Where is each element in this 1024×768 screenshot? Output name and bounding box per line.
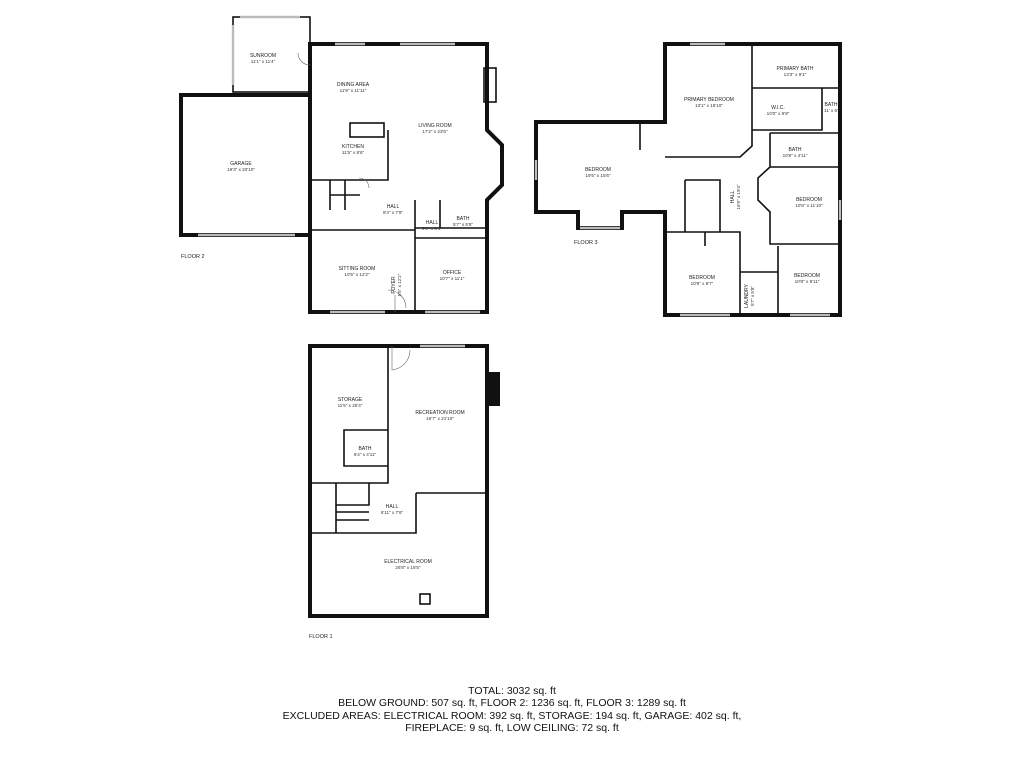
total-area: TOTAL: 3032 sq. ft	[468, 685, 556, 697]
room-name: SUNROOM	[250, 53, 276, 59]
room-dim: 10'9" x 9'7"	[691, 281, 714, 286]
room-name: ELECTRICAL ROOM	[384, 559, 432, 565]
room-name: PRIMARY BATH	[777, 66, 814, 72]
floor-1-plan	[308, 344, 500, 618]
room-dim: 6'11" x 7'6"	[381, 510, 404, 515]
room-name: BATH	[457, 216, 470, 222]
room-dim: 10'8" x 9'11"	[795, 279, 820, 284]
room-dim: 11' x 6'	[824, 108, 838, 113]
room-name: LIVING ROOM	[418, 123, 451, 129]
room-dim: 13'3" x 9'1"	[784, 72, 807, 77]
floor-areas: BELOW GROUND: 507 sq. ft, FLOOR 2: 1236 …	[338, 697, 686, 710]
room-name: HALL	[730, 191, 736, 204]
room-name: OFFICE	[443, 270, 462, 276]
room-name: LAUNDRY	[744, 283, 750, 307]
room-name: BEDROOM	[689, 275, 715, 281]
room-name: BATH	[789, 147, 802, 153]
floor-label: FLOOR 2	[181, 254, 205, 260]
room-name: STORAGE	[338, 397, 363, 403]
floor-1-outer	[308, 344, 489, 618]
room-dim: 19'3" x 20'10"	[227, 167, 255, 172]
floor-3-plan	[534, 42, 842, 317]
room-name: GARAGE	[230, 161, 252, 167]
room-dim: 9'0" x 3'1"	[422, 226, 442, 231]
floor-label: FLOOR 3	[574, 240, 598, 246]
room-name: BATH	[359, 446, 372, 452]
room-name: W.I.C.	[771, 105, 785, 111]
room-dim: 10'8" x 11'10"	[795, 203, 823, 208]
excluded-areas: EXCLUDED AREAS: ELECTRICAL ROOM: 392 sq.…	[282, 709, 742, 722]
floor-2-plan	[179, 15, 504, 314]
room-dim: 6'4" x 4'11"	[354, 452, 377, 457]
room-dim: 11'1" x 11'4"	[251, 59, 276, 64]
room-dim: 10'0" x 6'9"	[767, 111, 790, 116]
room-dim: 8'4" x 7'9"	[383, 210, 403, 215]
room-dim: 5'7" x 5'5"	[453, 222, 473, 227]
room-dim: 10'5" x 12'2"	[344, 272, 370, 277]
room-name: SITTING ROOM	[339, 266, 376, 272]
room-dim: 5'7" x 5'8"	[750, 286, 755, 306]
room-dim: 10'8" x 4'11"	[783, 153, 808, 158]
area-summary: TOTAL: 3032 sq. ft BELOW GROUND: 507 sq.…	[0, 685, 1024, 734]
room-name: BEDROOM	[585, 167, 611, 173]
room-dim: 16'7" x 21'10"	[426, 416, 454, 421]
room-dim: 10'7" x 11'1"	[440, 276, 465, 281]
room-dim: 17'2" x 23'6"	[422, 129, 448, 134]
room-dim: 11'9" x 11'11"	[340, 88, 367, 93]
room-name: RECREATION ROOM	[415, 410, 464, 416]
room-dim: 15'9" x 19'4"	[736, 184, 741, 210]
room-name: HALL	[387, 204, 400, 210]
room-name: HALL	[386, 504, 399, 510]
room-name: HALL	[426, 220, 439, 226]
excluded-areas-cont: FIREPLACE: 9 sq. ft, LOW CEILING: 72 sq.…	[405, 721, 619, 734]
room-dim: 5'5" x 12'2"	[397, 273, 402, 296]
room-dim: 19'5" x 15'6"	[585, 173, 611, 178]
room-name: BEDROOM	[796, 197, 822, 203]
room-name: PRIMARY BEDROOM	[684, 97, 734, 103]
room-dim: 26'8" x 18'5"	[395, 565, 421, 570]
floor-label: FLOOR 1	[309, 634, 333, 640]
room-name: BEDROOM	[794, 273, 820, 279]
room-name: FOYER	[391, 276, 397, 294]
room-name: KITCHEN	[342, 144, 364, 150]
room-name: BATH	[825, 102, 838, 108]
room-dim: 11'5" x 8'6"	[342, 150, 365, 155]
room-name: DINING AREA	[337, 82, 370, 88]
room-dim: 13'1" x 16'10"	[695, 103, 723, 108]
floor-3-outer	[534, 42, 842, 317]
room-dim: 11'5" x 20'4"	[338, 403, 363, 408]
